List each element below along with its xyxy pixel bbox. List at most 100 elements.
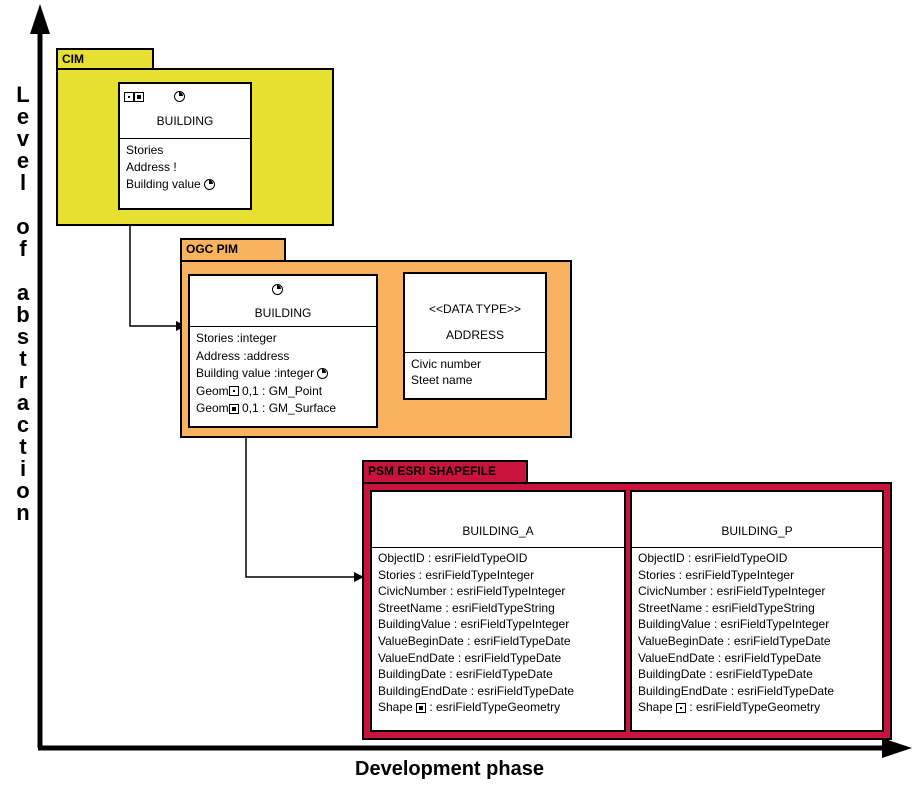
temporal-clock-icon	[204, 179, 216, 191]
class-attributes: ObjectID : esriFieldTypeOID Stories : es…	[632, 548, 882, 719]
cim-building-class: BUILDING Stories Address ! Building valu…	[118, 82, 252, 210]
attribute: ValueBeginDate : esriFieldTypeDate	[378, 633, 571, 648]
attribute: BuildingValue : esriFieldTypeInteger	[638, 617, 830, 632]
pim-package-title: OGC PIM	[186, 242, 239, 256]
psm-package-tab: PSM ESRI SHAPEFILE	[362, 460, 528, 484]
connector-pim-to-psm	[245, 438, 364, 582]
y-axis-letter: s	[16, 324, 30, 349]
y-axis-letter: t	[19, 434, 27, 459]
class-header: BUILDING_A	[372, 492, 624, 548]
attribute-row: Geom 0,1 : GM_Point	[196, 383, 370, 401]
attribute: ValueEndDate : esriFieldTypeDate	[638, 650, 822, 665]
attribute: Civic number	[411, 357, 482, 371]
y-axis-label: L e v e l o f a b s t r a c t i o n	[8, 84, 38, 524]
attribute: BuildingEndDate : esriFieldTypeDate	[378, 683, 575, 698]
y-axis-letter: l	[19, 170, 27, 195]
y-axis-letter: t	[19, 346, 27, 371]
x-axis-label: Development phase	[355, 758, 544, 780]
y-axis-letter: a	[16, 280, 30, 305]
y-axis-letter: o	[16, 214, 30, 239]
attribute-type: 0,1 : GM_Point	[242, 383, 323, 398]
attribute: ValueEndDate : esriFieldTypeDate	[378, 650, 562, 665]
class-attributes: ObjectID : esriFieldTypeOID Stories : es…	[372, 548, 624, 719]
y-axis-letter: r	[18, 368, 28, 393]
x-axis-arrowhead	[882, 738, 912, 758]
attribute-type: : esriFieldTypeGeometry	[429, 700, 561, 715]
class-attributes: Stories :integer Address :address Buildi…	[190, 327, 376, 421]
psm-building-p-class: BUILDING_P ObjectID : esriFieldTypeOID S…	[630, 490, 884, 732]
attribute: ObjectID : esriFieldTypeOID	[638, 551, 788, 565]
attribute: Geom	[196, 401, 229, 415]
temporal-clock-icon	[173, 91, 185, 103]
surface-geometry-icon	[134, 91, 144, 102]
class-name: ADDRESS	[445, 328, 504, 342]
attribute-row: Shape : esriFieldTypeGeometry	[638, 699, 876, 716]
attribute: CivicNumber : esriFieldTypeInteger	[638, 584, 826, 599]
class-attributes: Stories Address ! Building value	[120, 139, 250, 196]
attribute: BuildingDate : esriFieldTypeDate	[638, 667, 813, 682]
attribute-row: Building value	[126, 176, 244, 193]
psm-building-a-class: BUILDING_A ObjectID : esriFieldTypeOID S…	[370, 490, 626, 732]
attribute: StreetName : esriFieldTypeString	[378, 600, 555, 615]
y-axis-letter: b	[16, 302, 30, 327]
attribute: CivicNumber : esriFieldTypeInteger	[378, 584, 566, 599]
attribute: Building value :integer	[196, 366, 315, 380]
attribute: Stories : esriFieldTypeInteger	[638, 567, 795, 582]
attribute: Shape	[638, 700, 673, 715]
attribute: ValueBeginDate : esriFieldTypeDate	[638, 633, 831, 648]
y-axis-letter: L	[16, 82, 30, 107]
attribute: Address :address	[196, 348, 290, 363]
class-header: BUILDING_P	[632, 492, 882, 548]
temporal-clock-icon	[271, 284, 283, 296]
point-geometry-icon	[124, 91, 134, 102]
y-axis	[30, 4, 50, 748]
class-header: <<DATA TYPE>> ADDRESS	[405, 274, 545, 353]
attribute: ObjectID : esriFieldTypeOID	[378, 551, 528, 565]
pim-address-class: <<DATA TYPE>> ADDRESS Civic number Steet…	[403, 272, 547, 400]
attribute: BuildingEndDate : esriFieldTypeDate	[638, 683, 835, 698]
point-geometry-icon	[676, 703, 687, 714]
connector-cim-to-pim	[129, 212, 186, 331]
attribute: BuildingDate : esriFieldTypeDate	[378, 667, 553, 682]
class-header: BUILDING	[190, 276, 376, 327]
pim-building-class: BUILDING Stories :integer Address :addre…	[188, 274, 378, 428]
surface-geometry-icon	[416, 703, 427, 714]
attribute: Stories :integer	[196, 331, 277, 345]
temporal-clock-icon	[317, 368, 329, 380]
geometry-pictograms	[124, 89, 144, 103]
attribute: StreetName : esriFieldTypeString	[638, 600, 815, 615]
attribute-type: 0,1 : GM_Surface	[242, 401, 337, 415]
class-name: BUILDING	[254, 306, 312, 320]
attribute-type: : esriFieldTypeGeometry	[689, 700, 821, 715]
point-geometry-icon	[228, 386, 239, 397]
y-axis-letter: o	[16, 478, 30, 503]
y-axis-letter: n	[16, 500, 30, 525]
attribute: Stories	[126, 143, 164, 157]
attribute: Address !	[126, 160, 177, 174]
y-axis-letter: f	[19, 236, 27, 261]
y-axis-letter: v	[16, 126, 30, 151]
attribute: Stories : esriFieldTypeInteger	[378, 567, 535, 582]
surface-geometry-icon	[228, 403, 239, 414]
psm-package-title: PSM ESRI SHAPEFILE	[368, 464, 497, 478]
y-axis-letter: c	[16, 412, 30, 437]
x-axis	[38, 738, 912, 758]
y-axis-letter: a	[16, 390, 30, 415]
attribute: Building value	[126, 177, 201, 191]
cim-package-tab: CIM	[56, 48, 154, 70]
attribute: Geom	[196, 383, 229, 398]
class-name: BUILDING_A	[462, 524, 534, 538]
attribute-row: Geom 0,1 : GM_Surface	[196, 400, 370, 418]
class-name: BUILDING	[156, 114, 214, 128]
attribute: Steet name	[411, 373, 473, 387]
class-attributes: Civic number Steet name	[405, 353, 545, 391]
class-stereotype: <<DATA TYPE>>	[428, 302, 522, 316]
y-axis-letter: e	[16, 148, 30, 173]
cim-package-title: CIM	[62, 52, 84, 66]
attribute-row: Shape : esriFieldTypeGeometry	[378, 699, 618, 716]
y-axis-letter	[8, 260, 38, 282]
attribute: BuildingValue : esriFieldTypeInteger	[378, 617, 570, 632]
attribute-row: Building value :integer	[196, 365, 370, 383]
class-header: BUILDING	[120, 84, 250, 139]
y-axis-letter	[8, 194, 38, 216]
